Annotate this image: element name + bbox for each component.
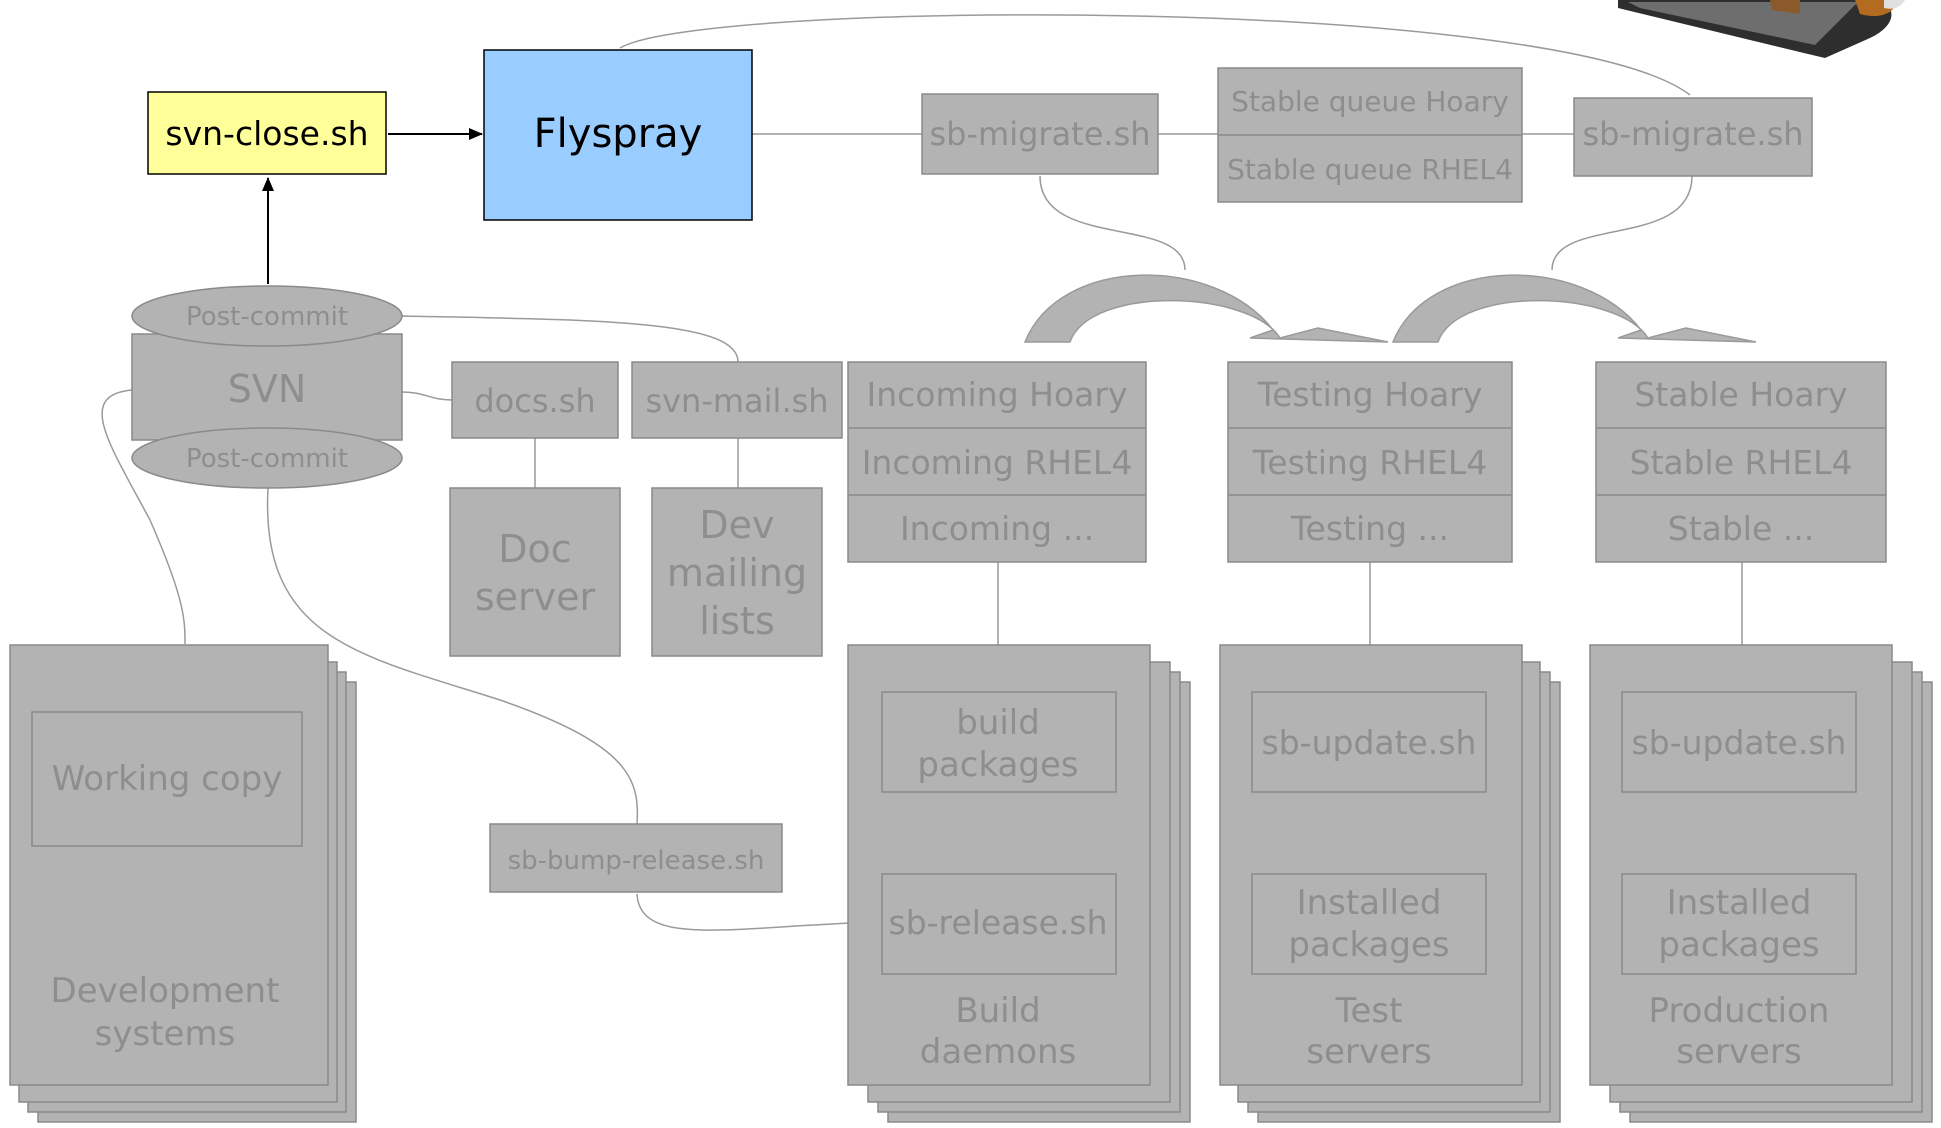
production-servers-caption-1: Production bbox=[1649, 991, 1830, 1031]
development-systems-stack bbox=[9, 644, 357, 1123]
production-servers-caption-2: servers bbox=[1676, 1032, 1801, 1072]
svn-repository-box bbox=[131, 333, 403, 441]
incoming-rhel4-label: Incoming RHEL4 bbox=[862, 443, 1133, 482]
build-daemons-caption-1: Build bbox=[955, 991, 1040, 1031]
prod-installed-line1: Installed bbox=[1667, 883, 1812, 923]
test-installed-line2: packages bbox=[1288, 925, 1449, 965]
testing-hoary-label: Testing Hoary bbox=[1257, 375, 1483, 414]
docs-label: docs.sh bbox=[474, 382, 595, 420]
connector-flyspray-to-migrate-right bbox=[619, 14, 1691, 96]
dev-lists-line2: mailing bbox=[667, 551, 807, 595]
test-installed-packages-box bbox=[1251, 873, 1487, 975]
test-sb-update-box bbox=[1251, 691, 1487, 793]
post-commit-bottom-ellipse bbox=[131, 427, 403, 489]
development-systems-caption-1: Development bbox=[51, 971, 280, 1011]
build-packages-line2: packages bbox=[917, 745, 1078, 785]
test-sb-update-label: sb-update.sh bbox=[1262, 723, 1477, 762]
testing-repos-box bbox=[1227, 361, 1513, 563]
dev-mailing-lists-box bbox=[651, 487, 823, 657]
prod-sb-update-label: sb-update.sh bbox=[1632, 723, 1847, 762]
build-packages-line1: build bbox=[956, 703, 1040, 743]
incoming-more-label: Incoming ... bbox=[900, 509, 1094, 548]
svn-close-label: svn-close.sh bbox=[165, 114, 368, 153]
sb-migrate-left-box bbox=[921, 93, 1159, 175]
incoming-repos-box bbox=[847, 361, 1147, 563]
svn-mail-box bbox=[631, 361, 843, 439]
promote-testing-to-stable-arrow bbox=[1391, 274, 1757, 343]
stable-more-label: Stable ... bbox=[1668, 509, 1815, 548]
sb-bump-release-box bbox=[489, 823, 783, 893]
svn-label: SVN bbox=[228, 367, 307, 411]
testing-rhel4-label: Testing RHEL4 bbox=[1252, 443, 1487, 482]
docs-box bbox=[451, 361, 619, 439]
test-installed-line1: Installed bbox=[1297, 883, 1442, 923]
sb-migrate-right-box bbox=[1573, 97, 1813, 177]
sb-release-label: sb-release.sh bbox=[889, 903, 1108, 942]
incoming-hoary-label: Incoming Hoary bbox=[867, 375, 1128, 414]
dev-lists-line1: Dev bbox=[699, 503, 774, 547]
doc-server-line1: Doc bbox=[498, 527, 571, 571]
stable-queue-hoary-label: Stable queue Hoary bbox=[1231, 85, 1509, 118]
flyspray-label: Flyspray bbox=[534, 111, 703, 157]
working-copy-label: Working copy bbox=[52, 759, 283, 799]
svn-mail-label: svn-mail.sh bbox=[645, 382, 828, 420]
doc-server-line2: server bbox=[475, 575, 596, 619]
mascot-keyboard-graphic bbox=[1618, 0, 1905, 58]
build-packages-box bbox=[881, 691, 1117, 793]
stable-queue-rhel4-label: Stable queue RHEL4 bbox=[1227, 153, 1513, 186]
stable-hoary-label: Stable Hoary bbox=[1634, 375, 1847, 414]
prod-sb-update-box bbox=[1621, 691, 1857, 793]
flyspray-box bbox=[483, 49, 753, 221]
prod-installed-line2: packages bbox=[1658, 925, 1819, 965]
promote-incoming-to-testing-arrow bbox=[1023, 274, 1389, 343]
development-systems-caption-2: systems bbox=[95, 1014, 236, 1054]
post-commit-top-ellipse bbox=[131, 285, 403, 347]
svn-close-box bbox=[147, 91, 387, 175]
stable-rhel4-label: Stable RHEL4 bbox=[1630, 443, 1853, 482]
prod-installed-packages-box bbox=[1621, 873, 1857, 975]
arrows bbox=[262, 128, 483, 284]
build-daemons-caption-2: daemons bbox=[920, 1032, 1077, 1072]
stable-repos-box bbox=[1595, 361, 1887, 563]
sb-bump-release-label: sb-bump-release.sh bbox=[508, 846, 765, 876]
working-copy-box bbox=[31, 711, 303, 847]
sb-migrate-right-label: sb-migrate.sh bbox=[1582, 115, 1803, 153]
sb-release-box bbox=[881, 873, 1117, 975]
post-commit-top-label: Post-commit bbox=[186, 302, 348, 332]
testing-more-label: Testing ... bbox=[1290, 509, 1449, 548]
sb-migrate-left-label: sb-migrate.sh bbox=[929, 115, 1150, 153]
doc-server-box bbox=[449, 487, 621, 657]
test-servers-caption-2: servers bbox=[1306, 1032, 1431, 1072]
dev-lists-line3: lists bbox=[699, 599, 775, 643]
post-commit-bottom-label: Post-commit bbox=[186, 444, 348, 474]
test-servers-caption-1: Test bbox=[1335, 991, 1403, 1031]
